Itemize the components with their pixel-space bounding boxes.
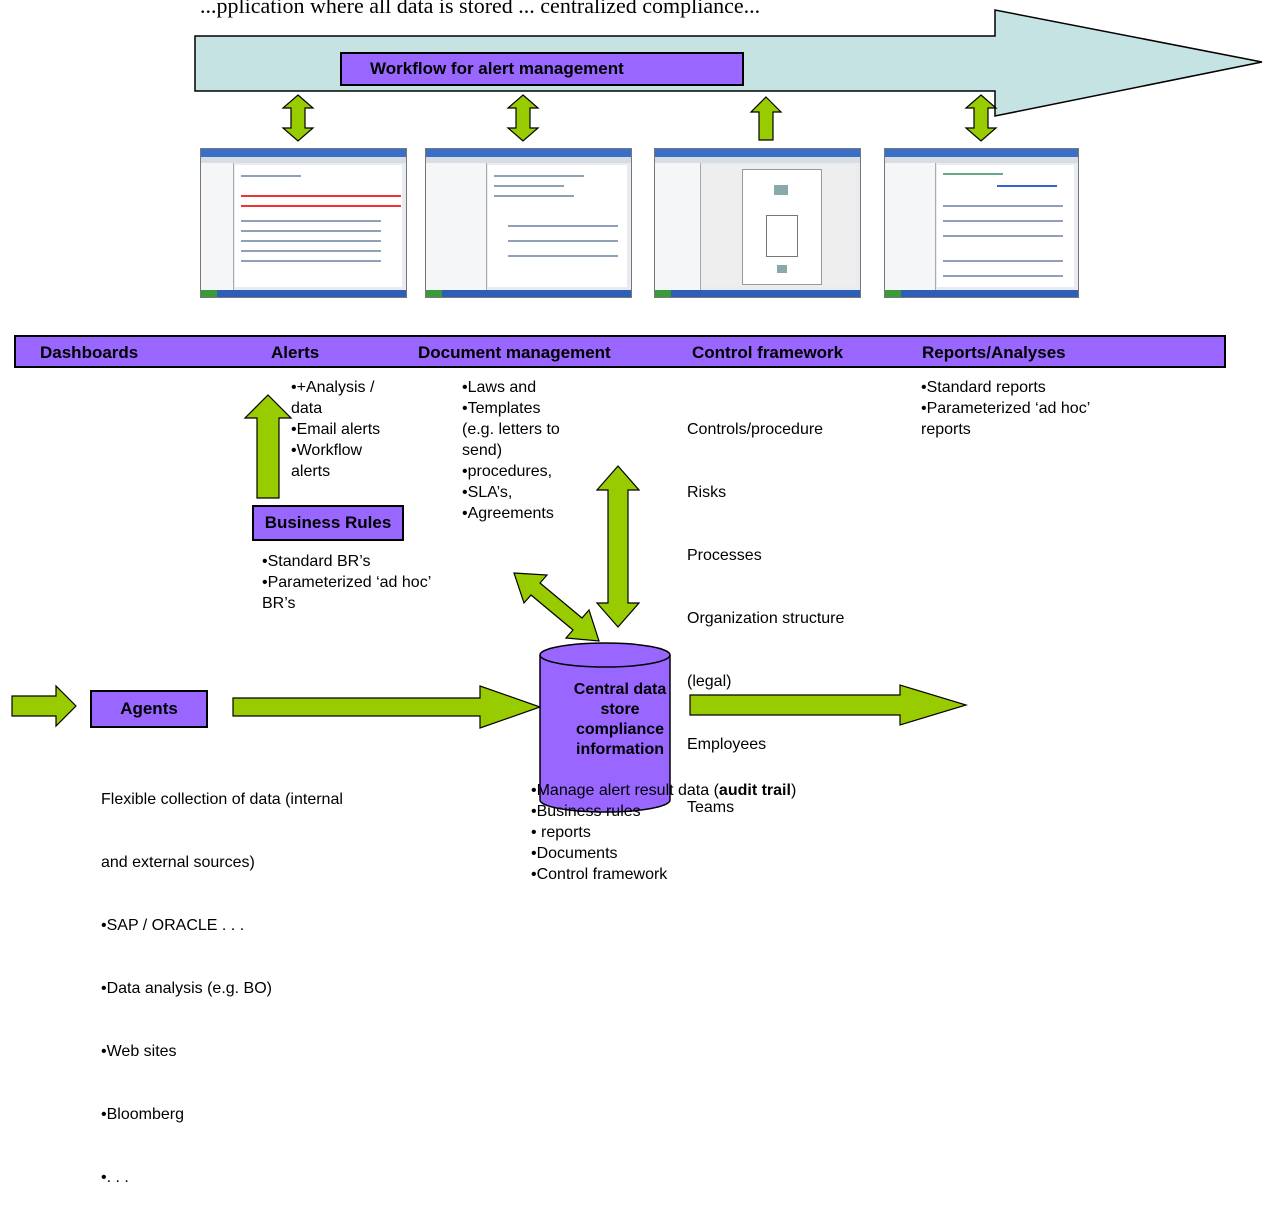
up-arrow-3 <box>749 96 783 141</box>
document-screenshot <box>425 148 632 298</box>
diagram-arrows <box>11 9 1263 813</box>
label-dashboards: Dashboards <box>40 343 139 362</box>
reports-list: •Standard reports •Parameterized ‘ad hoc… <box>921 379 1091 438</box>
alerts-list: •+Analysis / data •Email alerts •Workflo… <box>291 379 381 480</box>
central-business-rules-double-arrow <box>513 572 600 642</box>
agents-to-central-arrow <box>232 685 542 729</box>
outgoing-arrow <box>689 684 969 726</box>
document-list: •Laws and •Templates (e.g. letters to se… <box>462 379 560 522</box>
label-document-management: Document management <box>418 343 611 362</box>
label-alerts: Alerts <box>271 343 320 362</box>
business-rules-up-arrow <box>243 394 293 499</box>
agents-list: Flexible collection of data (internal an… <box>101 791 343 1186</box>
dashboard-screenshot <box>200 148 407 298</box>
reports-screenshot <box>884 148 1079 298</box>
business-rules-list: •Standard BR’s •Parameterized ‘ad hoc’ B… <box>262 553 432 612</box>
incoming-arrow <box>11 684 77 728</box>
workflow-title-box: Workflow for alert management <box>340 52 744 86</box>
central-data-store-list: •Manage alert result data (audit trail) … <box>531 782 797 883</box>
process-screenshot <box>654 148 861 298</box>
category-band: Dashboards Alerts Document management Co… <box>14 335 1226 368</box>
label-reports-analyses: Reports/Analyses <box>922 343 1066 362</box>
label-control-framework: Control framework <box>692 343 844 362</box>
audit-trail-text: audit trail <box>718 782 791 799</box>
agents-box: Agents <box>90 690 208 728</box>
central-doc-double-arrow <box>595 465 641 628</box>
top-caption: ...pplication where all data is stored .… <box>200 0 761 18</box>
double-arrow-2 <box>506 94 540 142</box>
double-arrow-4 <box>964 94 998 142</box>
double-arrow-1 <box>281 94 315 142</box>
central-data-store-cylinder <box>539 642 671 813</box>
business-rules-box: Business Rules <box>252 505 404 541</box>
central-data-store-label: Central data store compliance informatio… <box>573 681 667 758</box>
control-framework-list: Controls/procedure Risks Processes Organ… <box>687 421 845 816</box>
